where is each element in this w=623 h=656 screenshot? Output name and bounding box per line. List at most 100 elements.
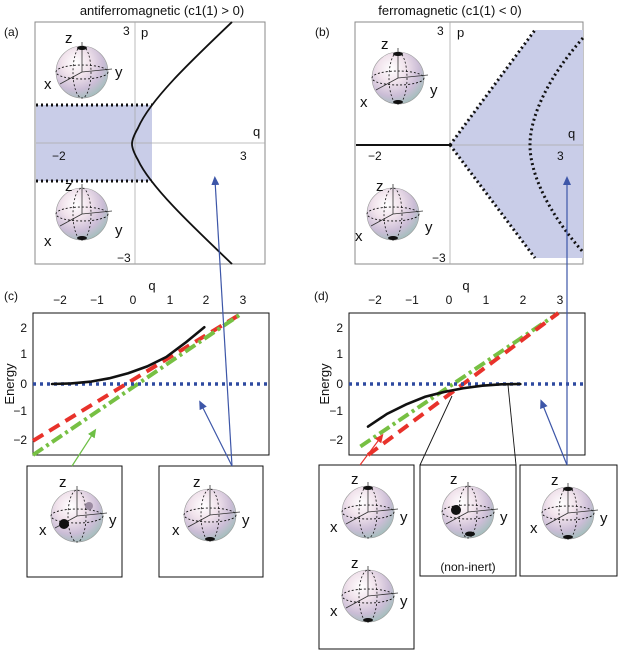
panel-d-ytick: 1 — [336, 347, 343, 361]
panel-d-ytick: −1 — [329, 404, 343, 418]
sphere-d-left-bottom: z x y — [330, 555, 408, 623]
panel-b-tick-bottom: −3 — [432, 251, 446, 265]
panel-c-ytick: 2 — [20, 321, 27, 335]
panel-c-ytick: −2 — [13, 433, 27, 447]
panel-c-series-dash-dot-1 — [31, 311, 244, 457]
panel-b: (b) p q 3 −3 −2 3 — [315, 21, 585, 265]
panel-b-boundary-upper — [448, 29, 537, 146]
panel-c-ytick: −1 — [13, 404, 27, 418]
svg-text:x: x — [330, 519, 338, 536]
panel-d-xlabel: q — [462, 278, 469, 293]
svg-text:y: y — [600, 510, 608, 527]
panel-c-xtick: 3 — [240, 293, 247, 307]
panel-a-tick-right: 3 — [240, 149, 247, 163]
arrow-d-to-zero-line — [540, 399, 568, 466]
panel-c-ytick: 1 — [20, 347, 27, 361]
panel-d-ylabel: Energy — [317, 363, 332, 405]
panel-c-yticks: 2 1 0 −1 −2 — [13, 321, 27, 447]
title-right: ferromagnetic (c1(1) < 0) — [378, 3, 521, 18]
panel-d-xtick: 1 — [483, 293, 490, 307]
panel-d-plot — [349, 311, 585, 457]
panel-a-hyperbola — [131, 21, 233, 265]
panel-d-series-solid-3 — [366, 382, 522, 428]
panel-d-xtick: −2 — [368, 293, 382, 307]
panel-c-xtick: 0 — [130, 293, 137, 307]
panel-d-yticks: 2 1 0 −1 −2 — [329, 321, 343, 447]
arrow-d-to-red — [359, 433, 384, 466]
svg-text:y: y — [425, 219, 433, 236]
svg-text:y: y — [109, 512, 117, 529]
line-d-middle-left — [419, 395, 453, 466]
panel-a-tick-left: −2 — [52, 149, 66, 163]
panel-c-xtick: −2 — [53, 293, 67, 307]
svg-text:z: z — [65, 178, 73, 195]
panel-d: (d) q −2 −1 0 1 2 3 2 1 0 −1 −2 Energy — [314, 278, 586, 457]
panel-c-xticks: −2 −1 0 1 2 3 — [53, 293, 247, 307]
panel-d-series-dash-dot-0 — [359, 311, 560, 449]
panel-c-series-dashed-0 — [31, 311, 244, 443]
svg-text:z: z — [381, 36, 389, 53]
panel-b-tick-left: −2 — [368, 149, 382, 163]
svg-text:z: z — [376, 178, 384, 195]
sphere-d-middle: z y — [441, 471, 508, 539]
panel-a-tick-top: 3 — [123, 24, 130, 38]
panel-b-boundary-lower — [448, 144, 537, 259]
title-left: antiferromagnetic (c1(1) > 0) — [80, 3, 244, 18]
svg-text:z: z — [551, 472, 559, 489]
panel-b-q-label: q — [568, 126, 575, 141]
panel-c-plot — [31, 311, 269, 457]
svg-text:x: x — [330, 603, 338, 620]
svg-text:y: y — [242, 512, 250, 529]
panel-c-label: (c) — [4, 289, 18, 303]
panel-c-xtick: 2 — [203, 293, 210, 307]
svg-text:z: z — [193, 474, 201, 491]
panel-a: (a) p q 3 −3 −2 3 — [4, 21, 266, 265]
line-d-middle-right — [507, 384, 517, 466]
panel-b-p-label: p — [457, 25, 464, 40]
panel-b-boundary-curve — [528, 37, 585, 253]
svg-text:y: y — [115, 64, 123, 81]
sphere-b-top: z x y — [360, 36, 438, 111]
sphere-a-bottom: z x y — [44, 178, 123, 250]
inset-box-d-right — [519, 464, 618, 577]
sphere-c-right: z x y — [172, 474, 250, 542]
svg-text:z: z — [450, 471, 458, 488]
panel-c-xlabel: q — [148, 278, 155, 293]
panel-a-label: (a) — [4, 25, 19, 39]
svg-text:z: z — [351, 471, 359, 488]
arrow-c-to-panel-a — [211, 176, 233, 467]
svg-text:y: y — [400, 593, 408, 610]
panel-b-tick-top: 3 — [437, 24, 444, 38]
sphere-d-right: z x y — [530, 472, 608, 540]
arrow-c-to-zero-line — [199, 400, 233, 467]
sphere-b-bottom: z x y — [355, 178, 433, 245]
panel-c-xtick: −1 — [90, 293, 104, 307]
arrow-c-to-green — [71, 428, 97, 467]
panel-d-xtick: −1 — [405, 293, 419, 307]
svg-text:x: x — [172, 522, 180, 539]
panel-d-xtick: 0 — [446, 293, 453, 307]
svg-text:y: y — [430, 82, 438, 99]
svg-text:x: x — [44, 233, 52, 250]
panel-d-xtick: 2 — [520, 293, 527, 307]
panel-c-ytick: 0 — [20, 377, 27, 391]
connector-arrows — [71, 176, 571, 467]
panel-c: (c) q −2 −1 0 1 2 3 2 1 0 −1 −2 Energy — [2, 278, 270, 457]
panel-b-tick-right: 3 — [557, 149, 564, 163]
svg-text:z: z — [351, 555, 359, 572]
panel-d-xtick: 3 — [557, 293, 564, 307]
svg-text:y: y — [115, 222, 123, 239]
panel-d-ytick: −2 — [329, 433, 343, 447]
svg-text:z: z — [59, 474, 67, 491]
sphere-a-top: z x y — [44, 30, 123, 99]
svg-text:y: y — [500, 509, 508, 526]
panel-c-xtick: 1 — [167, 293, 174, 307]
svg-text:x: x — [530, 520, 538, 537]
panel-d-ytick: 0 — [336, 377, 343, 391]
svg-text:x: x — [355, 228, 363, 245]
panel-c-ylabel: Energy — [2, 363, 17, 405]
panel-a-p-label: p — [141, 25, 148, 40]
svg-text:z: z — [65, 30, 73, 47]
panel-a-tick-bottom: −3 — [117, 251, 131, 265]
